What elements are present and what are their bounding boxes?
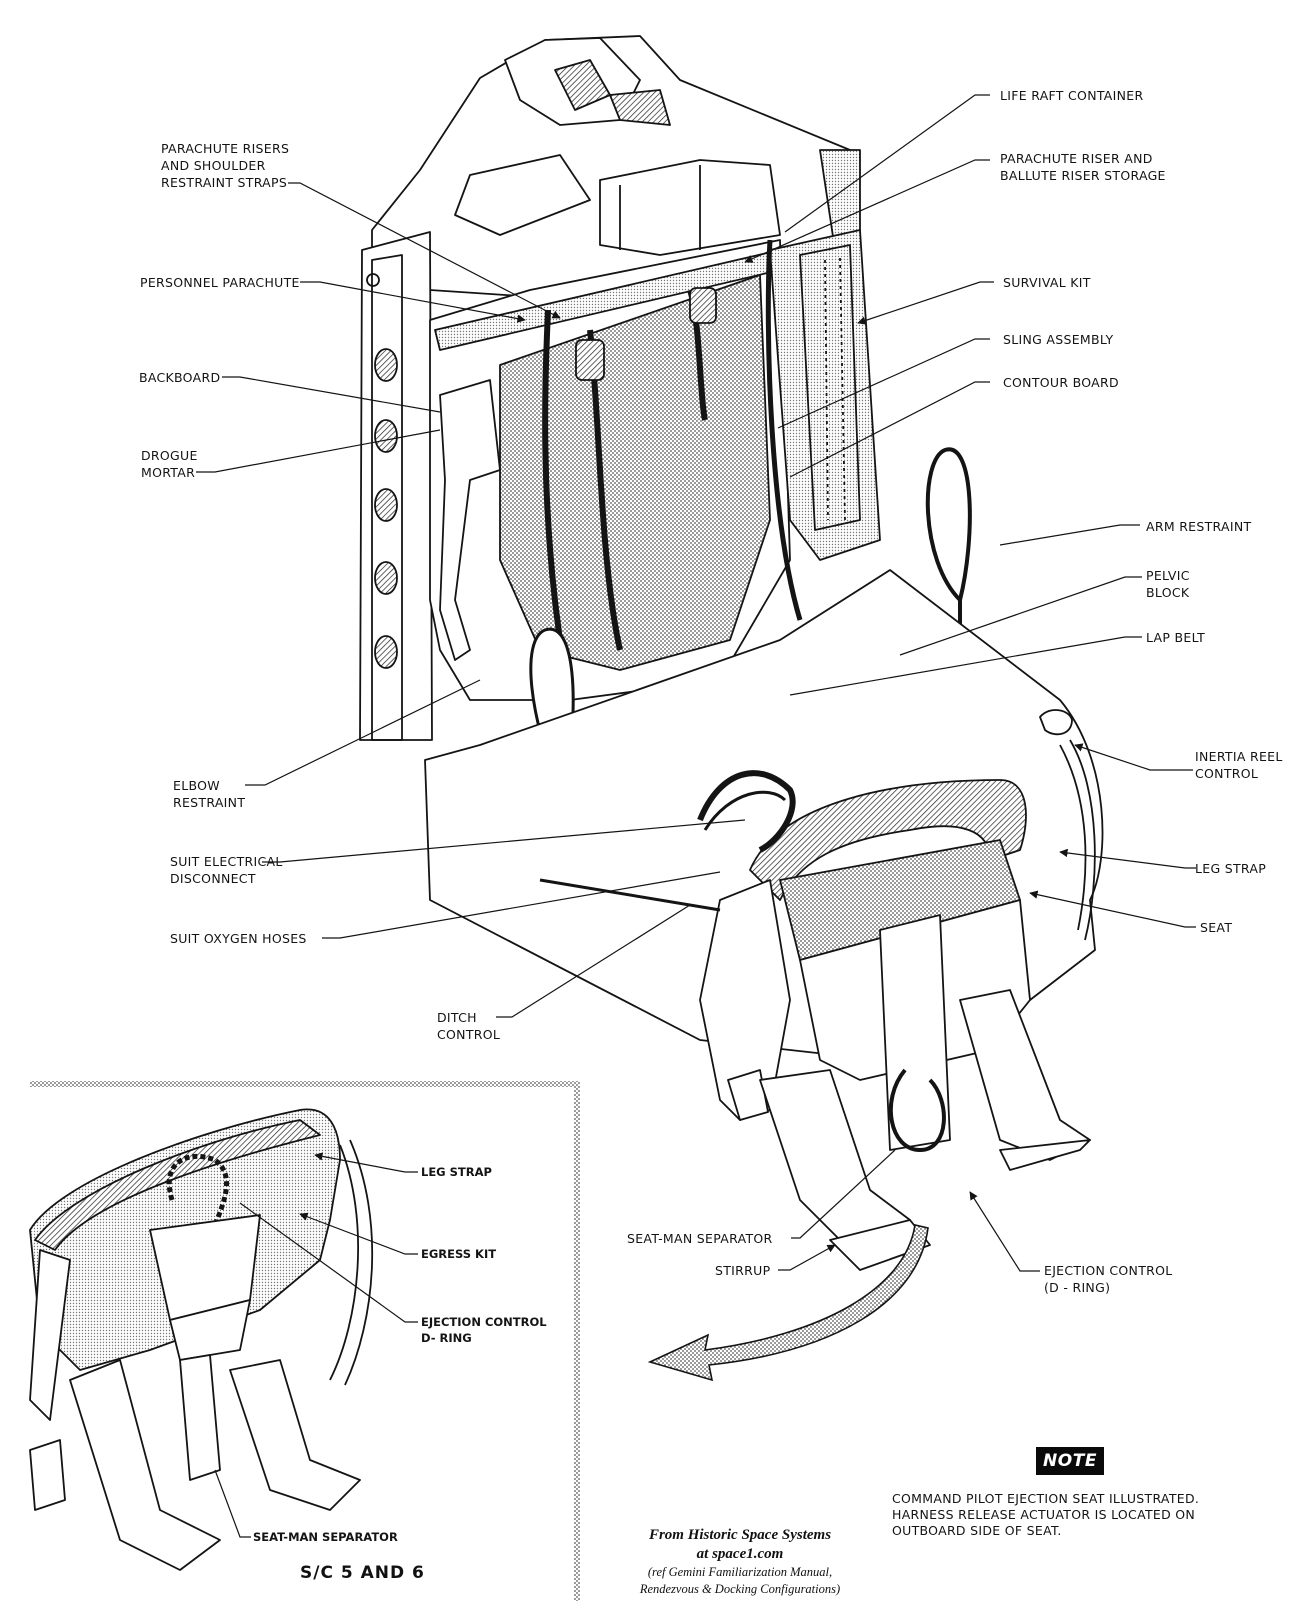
oxygen-hoses: [697, 770, 796, 853]
inset-top-border: [30, 1081, 580, 1087]
label-survival-kit: SURVIVAL KIT: [1003, 275, 1091, 290]
arm-restraint: [925, 447, 972, 640]
shoulder-strap-left: [542, 309, 563, 641]
inset-leader-lines: [214, 1152, 418, 1538]
d-ring-housing: [879, 914, 951, 1151]
label-backboard: BACKBOARD: [139, 370, 221, 385]
ejection-direction-arrow: [647, 1224, 929, 1382]
seat-structure: [359, 35, 1104, 1271]
note-badge: NOTE: [1036, 1447, 1104, 1475]
label-life-raft-container: LIFE RAFT CONTAINER: [1000, 88, 1144, 103]
sling-assembly: [765, 239, 803, 621]
label-suit-electrical-disconnect: SUIT ELECTRICAL DISCONNECT: [170, 854, 283, 886]
label-seat: SEAT: [1200, 920, 1233, 935]
label-lap-belt: LAP BELT: [1146, 630, 1206, 645]
inset-label-leg-strap: LEG STRAP: [421, 1165, 492, 1179]
label-riser-storage: PARACHUTE RISER AND BALLUTE RISER STORAG…: [1000, 151, 1166, 183]
label-drogue-mortar: DROGUE MORTAR: [141, 448, 198, 480]
inset-right-border: [574, 1081, 580, 1601]
label-seat-man-separator: SEAT-MAN SEPARATOR: [627, 1231, 773, 1246]
d-ring: [888, 1068, 946, 1152]
inset-label-ejection-control: EJECTION CONTROL D- RING: [421, 1315, 547, 1345]
label-arm-restraint: ARM RESTRAINT: [1146, 519, 1252, 534]
drogue-mortar: [439, 379, 501, 661]
label-stirrup: STIRRUP: [715, 1263, 771, 1278]
label-pelvic-block: PELVIC BLOCK: [1146, 568, 1190, 600]
source-credit: From Historic Space Systems at space1.co…: [639, 1527, 841, 1596]
inset-separator: [179, 1354, 221, 1481]
lightening-holes: [374, 348, 398, 669]
leader-lines: [196, 94, 1196, 1272]
label-elbow-restraint: ELBOW RESTRAINT: [173, 778, 246, 810]
label-inertia-reel-control: INERTIA REEL CONTROL: [1195, 749, 1283, 781]
left-side-panel: [359, 231, 433, 741]
label-personnel-parachute: PERSONNEL PARACHUTE: [140, 275, 300, 290]
inset-caption: S/C 5 AND 6: [300, 1563, 425, 1583]
note-text: COMMAND PILOT EJECTION SEAT ILLUSTRATED.…: [892, 1491, 1200, 1538]
label-contour-board: CONTOUR BOARD: [1003, 375, 1119, 390]
label-suit-oxygen-hoses: SUIT OXYGEN HOSES: [170, 931, 307, 946]
label-sling-assembly: SLING ASSEMBLY: [1003, 332, 1114, 347]
label-ditch-control: DITCH CONTROL: [437, 1010, 501, 1042]
inset-right-stirrup: [229, 1359, 361, 1511]
inset-label-egress-kit: EGRESS KIT: [421, 1247, 497, 1261]
inertia-reel-knob: [1039, 709, 1073, 736]
right-stirrup: [959, 989, 1091, 1161]
label-leg-strap: LEG STRAP: [1195, 861, 1267, 876]
inset-left-stirrup: [69, 1359, 221, 1571]
inset-seat-drawing: [29, 1108, 374, 1571]
inset-label-seat-man-separator: SEAT-MAN SEPARATOR: [253, 1530, 398, 1544]
leg-strap-webbing: [749, 779, 1027, 901]
label-ejection-control: EJECTION CONTROL (D - RING): [1044, 1263, 1173, 1295]
label-parachute-risers: PARACHUTE RISERS AND SHOULDER RESTRAINT …: [161, 141, 290, 190]
